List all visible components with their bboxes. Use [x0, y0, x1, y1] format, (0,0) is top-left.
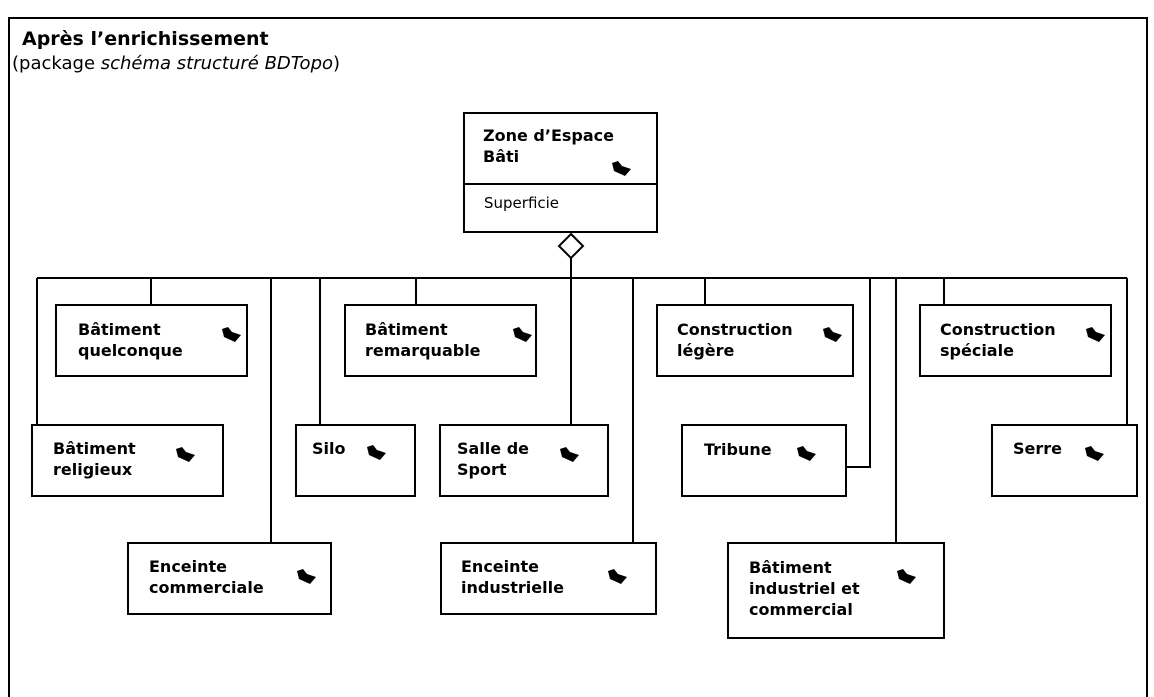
class-name: Bâtiment industriel et commercial	[749, 558, 860, 619]
diagram-frame	[8, 17, 1148, 697]
class-name: Construction spéciale	[940, 320, 1056, 360]
class-name: Salle de Sport	[457, 439, 530, 479]
class-salle-de-sport[interactable]: Salle de Sport	[439, 424, 609, 497]
class-construction-speciale[interactable]: Construction spéciale	[919, 304, 1112, 377]
class-name: Silo	[312, 439, 346, 458]
class-stereotype-icon	[1084, 445, 1106, 462]
class-stereotype-icon	[296, 568, 318, 585]
class-stereotype-icon	[1085, 326, 1107, 343]
class-stereotype-icon	[796, 445, 818, 462]
class-zone-espace-bati[interactable]: Zone d’Espace Bâti Superficie	[463, 112, 658, 233]
class-batiment-remarquable[interactable]: Bâtiment remarquable	[344, 304, 537, 377]
class-serre[interactable]: Serre	[991, 424, 1138, 497]
class-enceinte-industrielle[interactable]: Enceinte industrielle	[440, 542, 657, 615]
class-enceinte-commerciale[interactable]: Enceinte commerciale	[127, 542, 332, 615]
class-batiment-quelconque[interactable]: Bâtiment quelconque	[55, 304, 248, 377]
class-name: Enceinte industrielle	[461, 557, 564, 597]
class-construction-legere[interactable]: Construction légère	[656, 304, 854, 377]
attribute-separator	[465, 183, 656, 185]
package-name: schéma structuré BDTopo	[100, 53, 334, 74]
class-stereotype-icon	[822, 326, 844, 343]
subtitle-open: (package	[12, 53, 101, 74]
class-stereotype-icon	[559, 446, 581, 463]
class-attribute: Superficie	[484, 194, 560, 212]
subtitle-close: )	[333, 53, 341, 74]
diagram-title: Après l’enrichissement	[22, 28, 269, 50]
class-stereotype-icon	[175, 446, 197, 463]
class-stereotype-icon	[221, 326, 243, 343]
class-stereotype-icon	[611, 160, 633, 177]
class-stereotype-icon	[896, 568, 918, 585]
class-stereotype-icon	[512, 326, 534, 343]
class-name: Zone d’Espace Bâti	[483, 126, 614, 166]
class-name: Bâtiment quelconque	[78, 320, 183, 360]
class-name: Serre	[1013, 439, 1063, 458]
class-stereotype-icon	[366, 444, 388, 461]
class-name: Enceinte commerciale	[149, 557, 264, 597]
class-name: Bâtiment remarquable	[365, 320, 481, 360]
class-name: Tribune	[704, 440, 772, 459]
class-silo[interactable]: Silo	[295, 424, 416, 497]
class-name: Construction légère	[677, 320, 793, 360]
class-name: Bâtiment religieux	[53, 439, 136, 479]
diagram-subtitle: (package schéma structuré BDTopo)	[12, 53, 340, 74]
class-batiment-religieux[interactable]: Bâtiment religieux	[31, 424, 224, 497]
class-batiment-industriel-commercial[interactable]: Bâtiment industriel et commercial	[727, 542, 945, 639]
class-tribune[interactable]: Tribune	[681, 424, 847, 497]
class-stereotype-icon	[607, 568, 629, 585]
